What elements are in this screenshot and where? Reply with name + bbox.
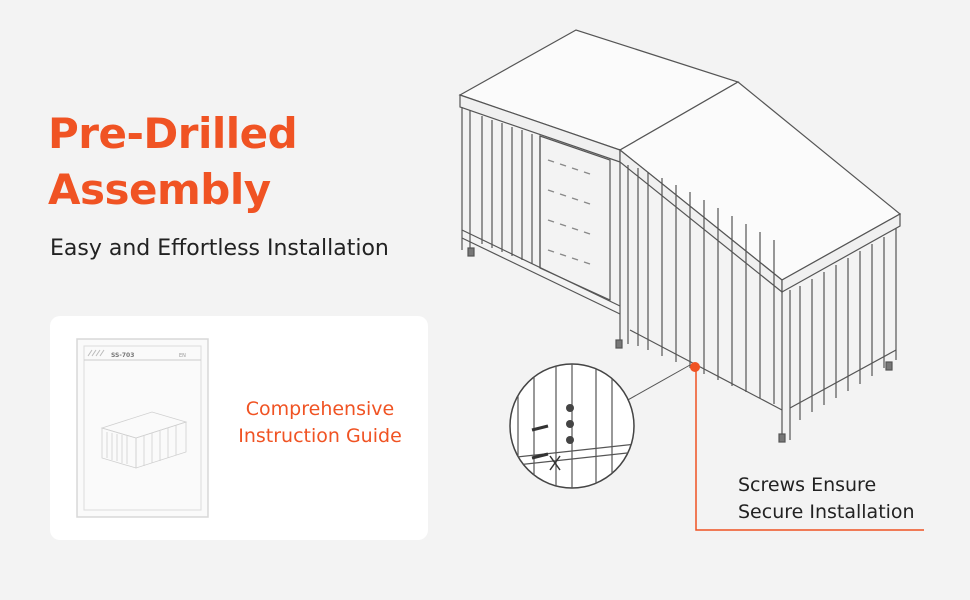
booklet-code: SS-703 xyxy=(111,352,135,359)
svg-text:EN: EN xyxy=(179,353,186,359)
instruction-booklet-icon: EN SS-703 xyxy=(74,336,211,520)
callout-line xyxy=(690,360,930,535)
instruction-guide-label: Comprehensive Instruction Guide xyxy=(235,396,405,450)
instruction-label-line-1: Comprehensive xyxy=(245,398,395,420)
subtitle: Easy and Effortless Installation xyxy=(50,236,389,261)
instruction-card: EN SS-703 Comprehensive Instruction Guid… xyxy=(50,316,428,540)
screw-detail-icon xyxy=(508,362,636,490)
screws-callout: Screws Ensure Secure Installation xyxy=(738,472,915,526)
callout-line-1: Screws Ensure xyxy=(738,474,877,496)
title-line-1: Pre-Drilled xyxy=(48,109,298,158)
page-title: Pre-Drilled Assembly xyxy=(48,106,298,218)
instruction-label-line-2: Instruction Guide xyxy=(238,425,402,447)
dog-kennel-illustration xyxy=(440,20,970,470)
callout-line-2: Secure Installation xyxy=(738,501,915,523)
title-line-2: Assembly xyxy=(48,165,271,214)
